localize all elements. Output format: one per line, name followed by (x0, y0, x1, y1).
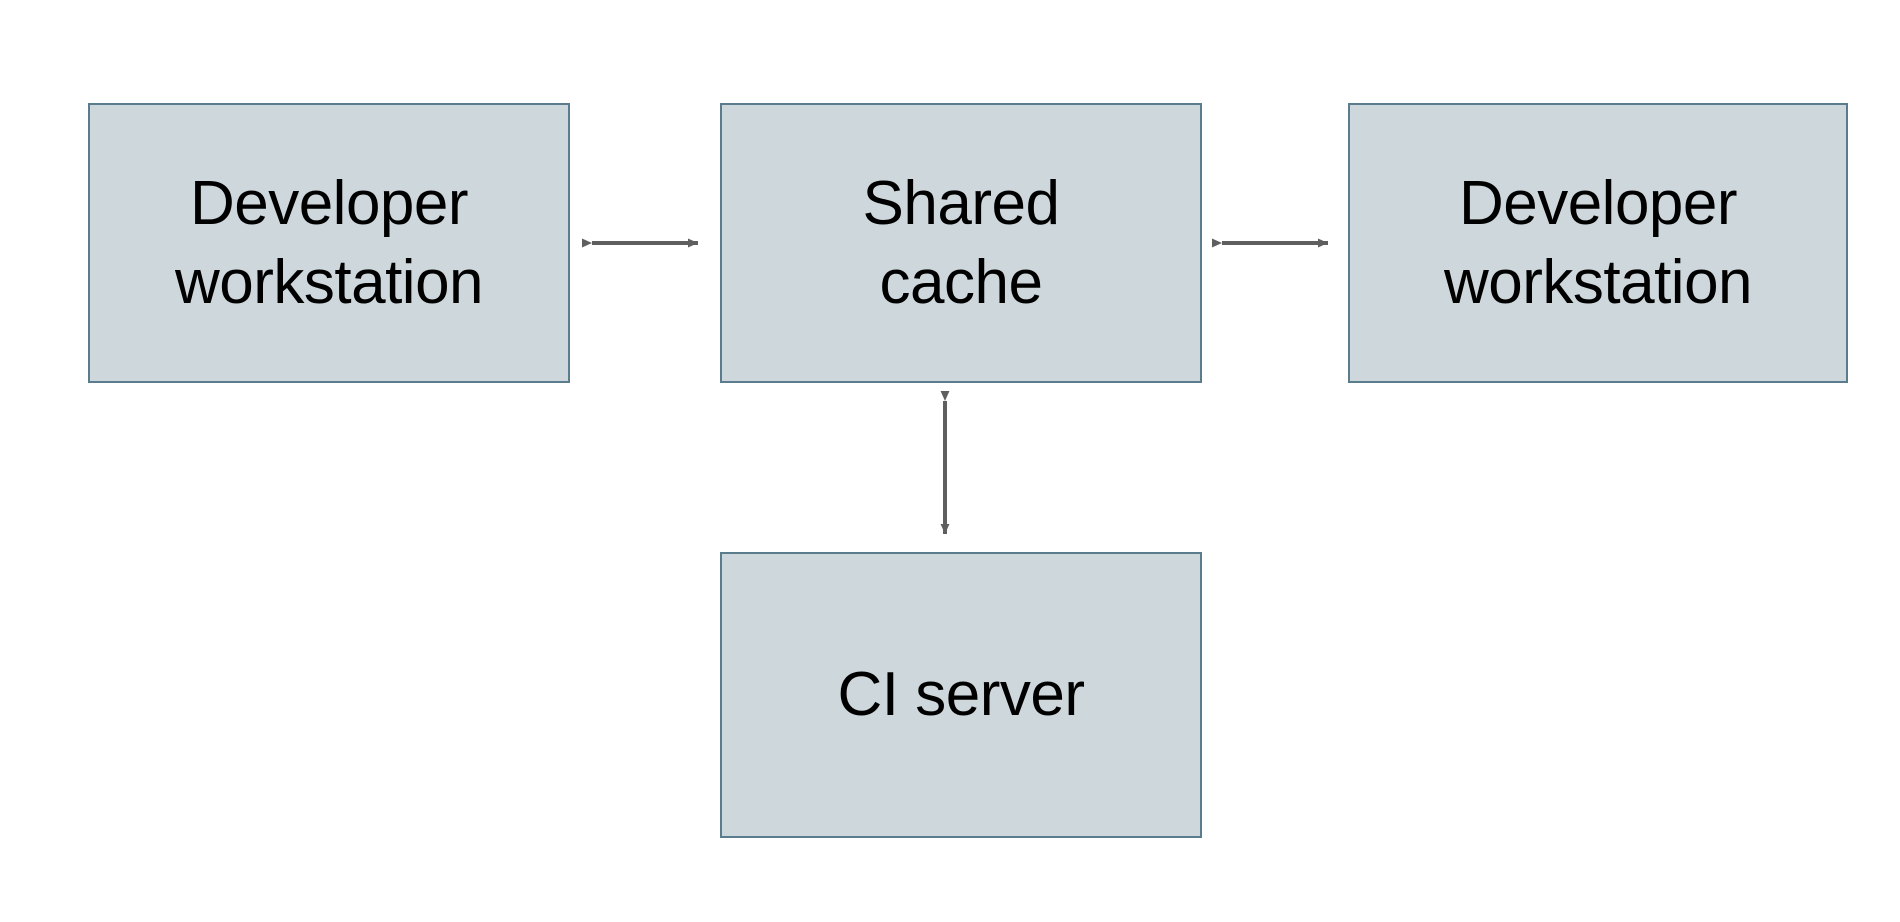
node-ci-server[interactable]: CI server (720, 552, 1202, 838)
node-shared-cache[interactable]: Shared cache (720, 103, 1202, 383)
node-developer-workstation-left[interactable]: Developer workstation (88, 103, 570, 383)
node-label: Developer workstation (1443, 168, 1753, 317)
node-label: CI server (837, 660, 1085, 730)
node-label: Developer workstation (174, 168, 484, 317)
node-developer-workstation-right[interactable]: Developer workstation (1348, 103, 1848, 383)
edge-shared-cache-right-workstation[interactable] (1202, 223, 1348, 263)
edge-shared-cache-ci-server[interactable] (925, 383, 965, 552)
node-label: Shared cache (862, 168, 1060, 317)
edge-left-workstation-shared-cache[interactable] (570, 223, 720, 263)
